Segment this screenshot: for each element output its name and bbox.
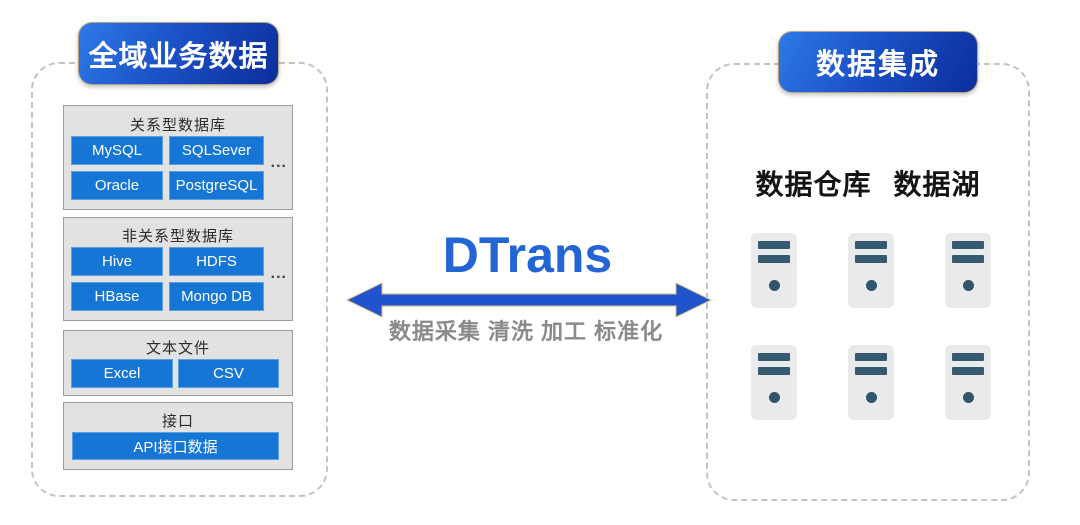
server-grid	[751, 233, 991, 420]
double-arrow-icon	[345, 282, 713, 318]
db-item-hbase: HBase	[71, 282, 163, 311]
db-item-mongodb: Mongo DB	[169, 282, 264, 311]
db-item-hive: Hive	[71, 247, 163, 276]
db-item-oracle: Oracle	[71, 171, 163, 200]
db-item-hdfs: HDFS	[169, 247, 264, 276]
data-lake-label: 数据湖	[893, 169, 981, 200]
api-item-data: API接口数据	[72, 432, 279, 460]
storage-labels: 数据仓库数据湖	[706, 163, 1030, 203]
section-title: 非关系型数据库	[121, 228, 234, 245]
db-item-mysql: MySQL	[71, 136, 163, 165]
source-header-label: 全域业务数据	[88, 40, 269, 73]
data-warehouse-label: 数据仓库	[755, 169, 872, 200]
server-icon	[945, 233, 991, 308]
db-item-sqlsever: SQLSever	[169, 136, 264, 165]
process-caption: 数据采集 清洗 加工 标准化	[388, 319, 664, 344]
section-title: 接口	[161, 413, 194, 430]
target-header-badge: 数据集成	[778, 31, 978, 93]
db-item-postgresql: PostgreSQL	[169, 171, 264, 200]
button-grid: Hive HDFS HBase Mongo DB	[71, 247, 264, 311]
button-grid: MySQL SQLSever Oracle PostgreSQL	[71, 136, 264, 200]
more-ellipsis: ...	[270, 154, 287, 171]
source-header-badge: 全域业务数据	[78, 22, 279, 85]
server-icon	[751, 233, 797, 308]
server-icon	[945, 345, 991, 420]
section-title: 关系型数据库	[129, 117, 226, 134]
dtrans-title: DTrans	[442, 227, 613, 283]
server-icon	[751, 345, 797, 420]
server-icon	[848, 233, 894, 308]
section-text-files: 文本文件 Excel CSV	[63, 330, 293, 396]
section-nonrelational-db: 非关系型数据库 Hive HDFS HBase Mongo DB ...	[63, 217, 293, 321]
server-icon	[848, 345, 894, 420]
file-item-excel: Excel	[71, 359, 173, 388]
target-header-label: 数据集成	[815, 49, 940, 81]
section-relational-db: 关系型数据库 MySQL SQLSever Oracle PostgreSQL …	[63, 105, 293, 210]
section-title: 文本文件	[145, 340, 210, 357]
more-ellipsis: ...	[270, 265, 287, 282]
section-api: 接口 API接口数据	[63, 402, 293, 470]
file-item-csv: CSV	[178, 359, 279, 388]
